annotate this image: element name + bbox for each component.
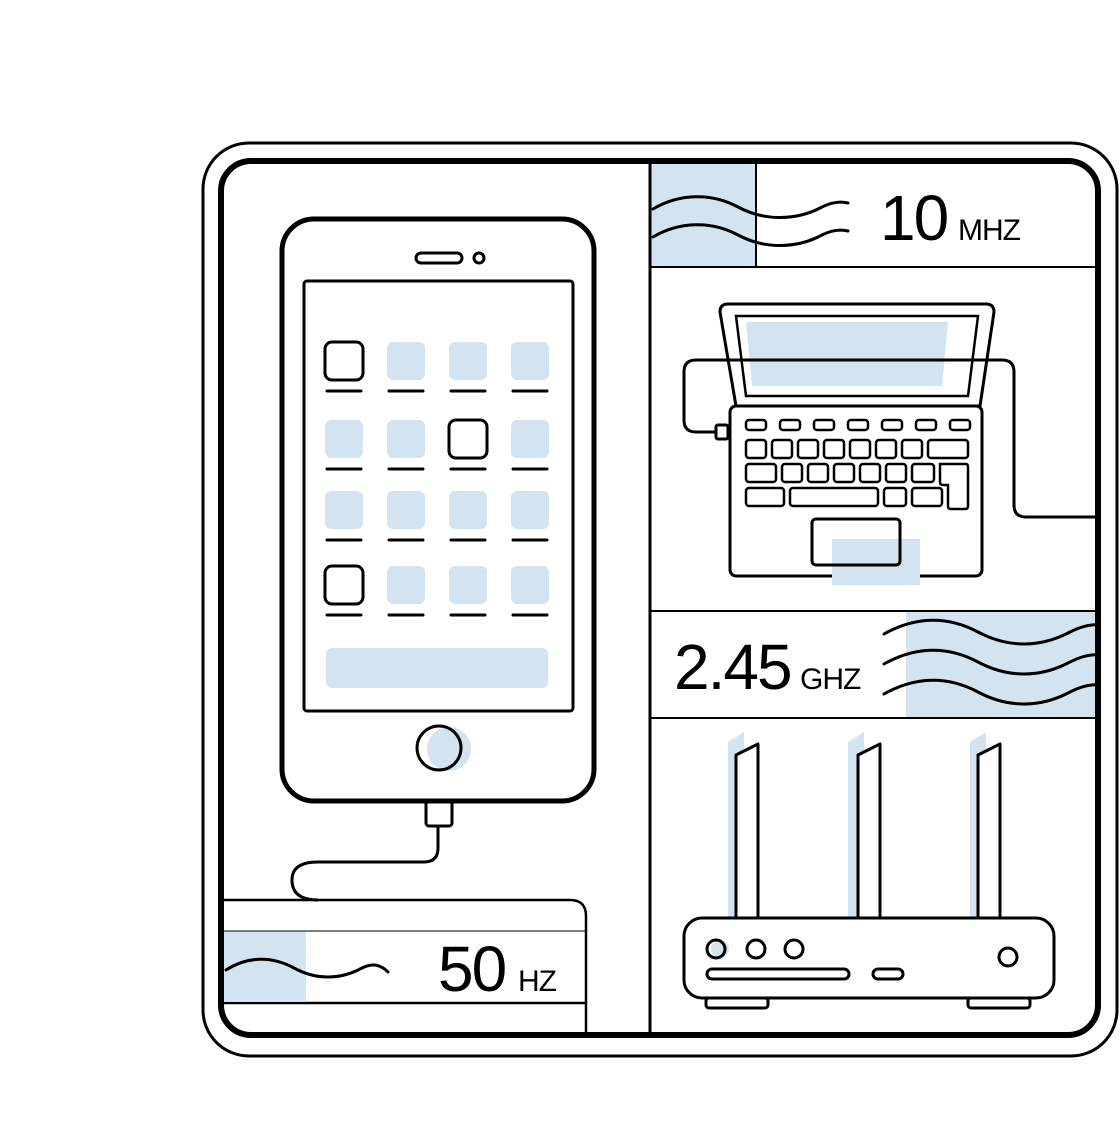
router-led [705,938,727,960]
hz-value: 50 [438,933,506,1005]
router-port [871,967,905,981]
laptop-screen-fill [746,322,948,386]
mhz-value: 10 [880,182,948,254]
charging-cable-icon [290,826,440,902]
laptop-plug [714,423,730,441]
phone-home-button [415,724,463,772]
phone-speaker [414,251,464,265]
router-slot [705,967,851,981]
ghz-value: 2.45 [674,631,791,703]
phone-plug [424,799,454,828]
wifi-router-icon [682,732,1056,1010]
router-feet [704,996,1032,1010]
hz-box [221,898,588,1035]
phone-camera [472,251,486,265]
phone-screen [302,279,575,713]
ghz-unit: GHZ [800,663,861,696]
mhz-wave-highlight [651,164,756,267]
wave-icon [224,957,390,979]
wave-icon [882,618,1098,706]
mhz-unit: MHZ [958,214,1021,247]
wave-icon [651,195,850,247]
laptop-keyboard [744,418,972,511]
smartphone-icon [279,216,597,804]
laptop-cable [682,358,1098,519]
laptop-icon [682,302,1098,585]
hz-unit: HZ [518,965,557,998]
phone-home-button-highlight [427,727,471,771]
router-power-button [997,946,1019,968]
laptop-trackpad [810,517,902,567]
laptop-trackpad-highlight [832,539,920,585]
phone-app-grid [323,340,549,688]
router-led [745,938,767,960]
router-led [783,938,805,960]
inner-frame [218,158,1101,1038]
